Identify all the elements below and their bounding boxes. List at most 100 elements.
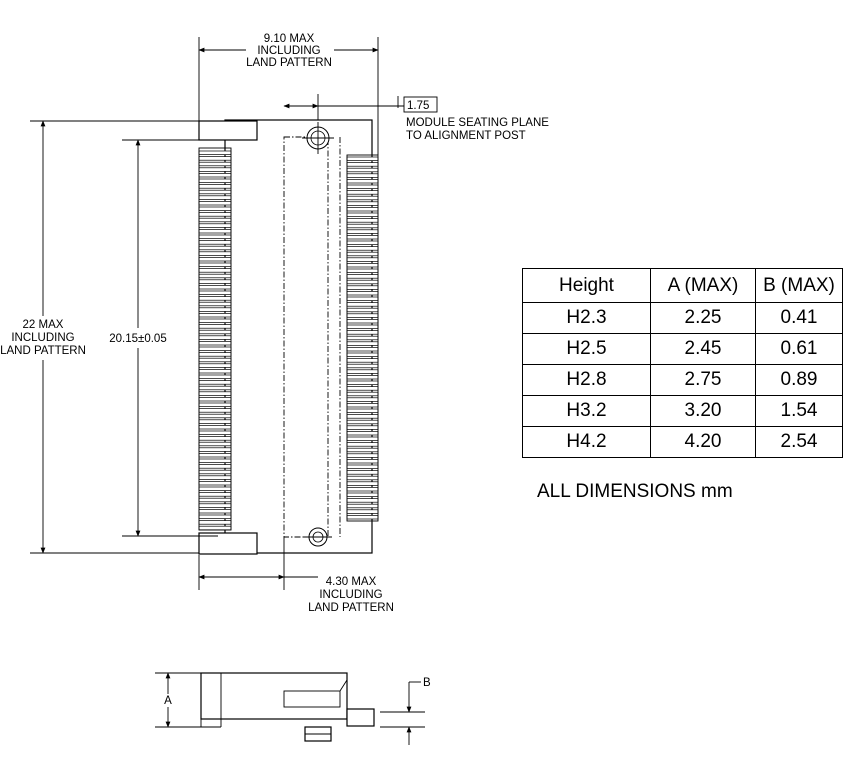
contact-pin xyxy=(199,325,231,329)
contact-pin xyxy=(347,465,378,469)
contact-pin xyxy=(347,224,378,228)
table-cell: 2.54 xyxy=(756,427,843,458)
table-cell: 2.75 xyxy=(651,365,756,396)
contact-pin xyxy=(347,364,378,368)
contact-pin xyxy=(347,431,378,435)
contact-pin xyxy=(347,515,378,519)
top-view: 9.10 MAX INCLUDING LAND PATTERN 1.75 MOD… xyxy=(0,33,549,614)
contact-pin xyxy=(199,196,231,200)
table-cell: 0.89 xyxy=(756,365,843,396)
table-row: H2.8 2.75 0.89 xyxy=(523,365,843,396)
width-label-2: INCLUDING xyxy=(257,45,320,57)
contact-pin xyxy=(199,151,231,155)
width-label-1: 9.10 MAX xyxy=(264,33,315,45)
contact-pin xyxy=(347,297,378,301)
contact-pin xyxy=(199,515,231,519)
contact-pin xyxy=(347,269,378,273)
a-label: A xyxy=(164,695,172,707)
contact-pin xyxy=(199,420,231,424)
contact-pin xyxy=(199,308,231,312)
contact-pin xyxy=(199,509,231,513)
pitch-label: 20.15±0.05 xyxy=(109,333,166,345)
contact-pin xyxy=(199,201,231,205)
contact-pin xyxy=(199,269,231,273)
contact-pin xyxy=(347,241,378,245)
table-header-height: Height xyxy=(523,269,651,303)
table-cell: 0.41 xyxy=(756,303,843,334)
table-row: H3.2 3.20 1.54 xyxy=(523,396,843,427)
contact-pin xyxy=(199,218,231,222)
contact-pin xyxy=(347,303,378,307)
contact-pin xyxy=(199,526,231,530)
contact-pin xyxy=(347,370,378,374)
table-cell: 3.20 xyxy=(651,396,756,427)
table-cell: H2.3 xyxy=(523,303,651,334)
contact-pin xyxy=(199,397,231,401)
table-row: H2.5 2.45 0.61 xyxy=(523,334,843,365)
contact-pin xyxy=(347,230,378,234)
contact-pin xyxy=(199,185,231,189)
contact-pin xyxy=(199,330,231,334)
land-width-label-1: 4.30 MAX xyxy=(326,576,377,588)
contact-pin xyxy=(347,247,378,251)
contact-pin xyxy=(347,263,378,267)
contact-pin xyxy=(199,448,231,452)
contact-pin xyxy=(347,213,378,217)
contact-pin xyxy=(199,409,231,413)
contact-pin xyxy=(199,280,231,284)
contact-pin xyxy=(199,302,231,306)
contact-pin xyxy=(199,229,231,233)
contact-pin xyxy=(199,257,231,261)
contact-pin xyxy=(347,353,378,357)
contact-pin xyxy=(199,504,231,508)
contact-pin xyxy=(199,246,231,250)
table-row: H4.2 4.20 2.54 xyxy=(523,427,843,458)
contact-pin xyxy=(347,499,378,503)
contact-pin xyxy=(347,342,378,346)
contact-pin xyxy=(199,297,231,301)
height-label-3: LAND PATTERN xyxy=(0,345,86,357)
contact-pin xyxy=(347,202,378,206)
table-cell: H3.2 xyxy=(523,396,651,427)
table-header-b-max: B (MAX) xyxy=(756,269,843,303)
contact-pin xyxy=(347,191,378,195)
table-cell: 0.61 xyxy=(756,334,843,365)
contact-pin xyxy=(347,280,378,284)
contact-pin xyxy=(347,308,378,312)
contact-pin xyxy=(347,510,378,514)
contact-pin xyxy=(347,286,378,290)
contact-pin xyxy=(347,336,378,340)
contact-pin xyxy=(347,381,378,385)
contact-pin xyxy=(347,207,378,211)
contact-pin xyxy=(347,219,378,223)
contact-pin xyxy=(199,347,231,351)
contact-pin xyxy=(347,459,378,463)
contact-pin xyxy=(199,285,231,289)
contact-pin xyxy=(199,453,231,457)
contact-pin xyxy=(199,190,231,194)
side-view-body xyxy=(201,673,347,719)
contact-pin xyxy=(199,386,231,390)
contact-pin xyxy=(199,392,231,396)
contact-pin xyxy=(199,364,231,368)
contact-pin xyxy=(199,224,231,228)
table-cell: 2.45 xyxy=(651,334,756,365)
contact-pin xyxy=(347,403,378,407)
contact-pin xyxy=(347,314,378,318)
contact-pin xyxy=(199,369,231,373)
contact-pin xyxy=(347,448,378,452)
height-label-1: 22 MAX xyxy=(23,319,64,331)
b-label: B xyxy=(423,677,431,689)
contact-pin xyxy=(199,481,231,485)
contact-pin xyxy=(347,319,378,323)
contact-pin xyxy=(347,409,378,413)
contact-pin xyxy=(347,359,378,363)
land-width-label-2: INCLUDING xyxy=(319,589,382,601)
contact-pin xyxy=(347,504,378,508)
contact-pin xyxy=(347,454,378,458)
contact-pin xyxy=(199,252,231,256)
contact-pin xyxy=(347,487,378,491)
contact-pin xyxy=(199,498,231,502)
contact-pin xyxy=(347,476,378,480)
contact-pin xyxy=(199,291,231,295)
